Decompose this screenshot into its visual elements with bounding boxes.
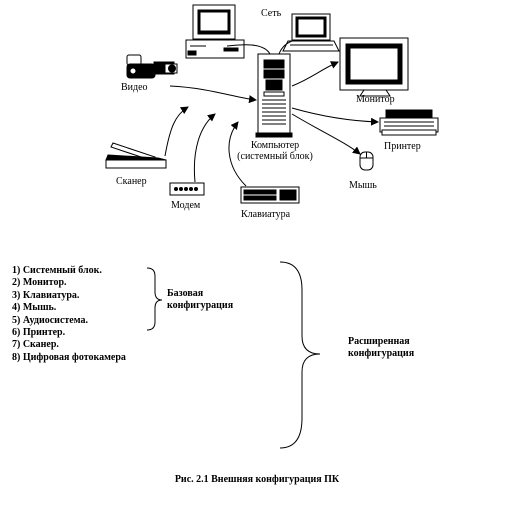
modem-connection [193, 113, 216, 183]
list-item: 8) Цифровая фотокамера [12, 351, 126, 363]
list-item: 3) Клавиатура. [12, 289, 80, 301]
network-desktop-icon [185, 4, 245, 59]
config-list: 1) Системный блок. 2) Монитор. 3) Клавиа… [12, 265, 126, 364]
keyboard-connection [228, 121, 247, 187]
basic-config-line2: конфигурация [167, 300, 234, 311]
video-connection [169, 85, 257, 104]
computer-label-line1: Компьютер [250, 140, 300, 151]
monitor-icon [339, 37, 409, 97]
video-camera-icon [126, 54, 178, 79]
connection-lines [164, 39, 379, 187]
network-laptop-icon [282, 13, 340, 52]
modem-label: Модем [171, 200, 201, 211]
monitor-connection [291, 61, 339, 87]
scanner-icon [105, 142, 167, 169]
extended-config-line1: Расширенная [348, 336, 410, 347]
modem-icon [169, 182, 205, 196]
basic-config-label: Базовая конфигурация [167, 288, 233, 312]
mouse-label: Мышь [349, 180, 377, 191]
basic-config-line1: Базовая [167, 288, 204, 299]
printer-connection [291, 107, 379, 126]
extended-config-bracket [279, 261, 321, 449]
computer-label-line2: (системный блок) [237, 151, 313, 162]
extended-config-line2: конфигурация [348, 348, 415, 359]
extended-config-label: Расширенная конфигурация [348, 336, 414, 360]
printer-icon [379, 109, 439, 136]
printer-label: Принтер [384, 141, 421, 152]
list-item: 4) Мышь. [12, 302, 57, 314]
list-item: 2) Монитор. [12, 277, 67, 289]
list-item: 1) Системный блок. [12, 265, 102, 276]
monitor-label: Монитор [356, 94, 395, 105]
mouse-connection [291, 113, 361, 155]
basic-config-bracket [146, 267, 163, 331]
list-item: 7) Сканер. [12, 339, 59, 351]
figure-caption: Рис. 2.1 Внешняя конфигурация ПК [174, 474, 340, 485]
video-label: Видео [121, 82, 148, 93]
computer-tower-icon [255, 53, 293, 138]
keyboard-icon [240, 186, 300, 204]
keyboard-label: Клавиатура [241, 209, 291, 220]
list-item: 5) Аудиосистема. [12, 314, 88, 326]
list-item: 6) Принтер. [12, 327, 66, 339]
scanner-connection [164, 106, 189, 157]
scanner-label: Сканер [116, 176, 147, 187]
network-label: Сеть [261, 8, 282, 19]
mouse-icon [359, 151, 374, 171]
